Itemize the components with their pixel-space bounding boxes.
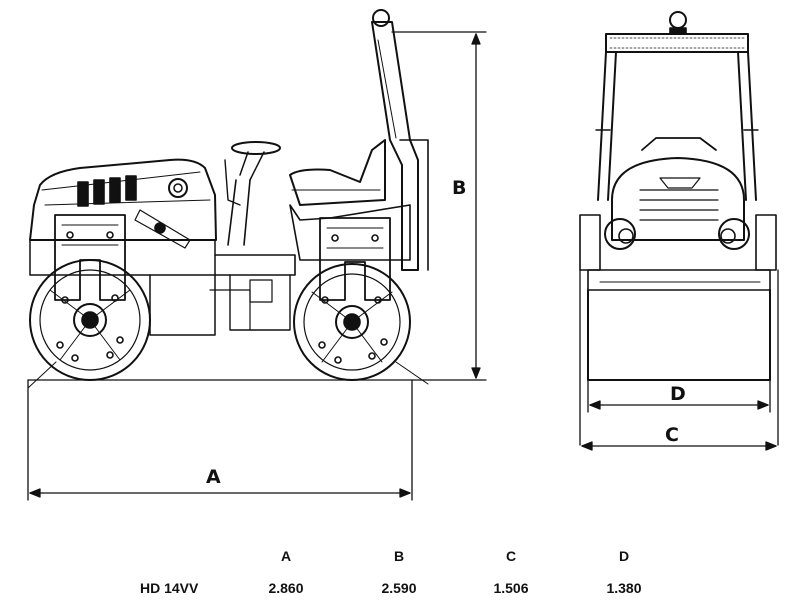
side-rops-frame — [371, 21, 419, 271]
side-operator-seat — [289, 139, 386, 206]
front-drum — [587, 289, 771, 381]
side-rear-drum — [29, 259, 151, 381]
side-front-drum — [293, 263, 411, 381]
table-header-d: D — [618, 548, 630, 564]
dimension-label-a: A — [206, 466, 221, 488]
dimension-label-b: B — [452, 177, 467, 199]
table-header-b: B — [393, 548, 405, 564]
front-hood — [611, 157, 745, 241]
table-header-a: A — [280, 548, 292, 564]
dimension-c — [581, 441, 777, 451]
side-engine-hood — [29, 158, 217, 241]
table-cell-b: 2.590 — [381, 580, 417, 596]
dimension-a — [27, 379, 413, 501]
side-view — [27, 9, 431, 389]
table-cell-d: 1.380 — [606, 580, 642, 596]
table-header-c: C — [505, 548, 517, 564]
front-view — [579, 11, 779, 446]
dimension-spec-table: A B C D HD 14VV 2.860 2.590 1.506 1.380 — [0, 540, 800, 610]
table-row-model: HD 14VV — [140, 580, 199, 596]
dimension-b — [391, 31, 487, 381]
dimension-d — [587, 379, 771, 413]
table-cell-c: 1.506 — [493, 580, 529, 596]
dimension-label-d: D — [670, 383, 686, 405]
table-cell-a: 2.860 — [268, 580, 304, 596]
dimension-label-c: C — [665, 424, 679, 446]
